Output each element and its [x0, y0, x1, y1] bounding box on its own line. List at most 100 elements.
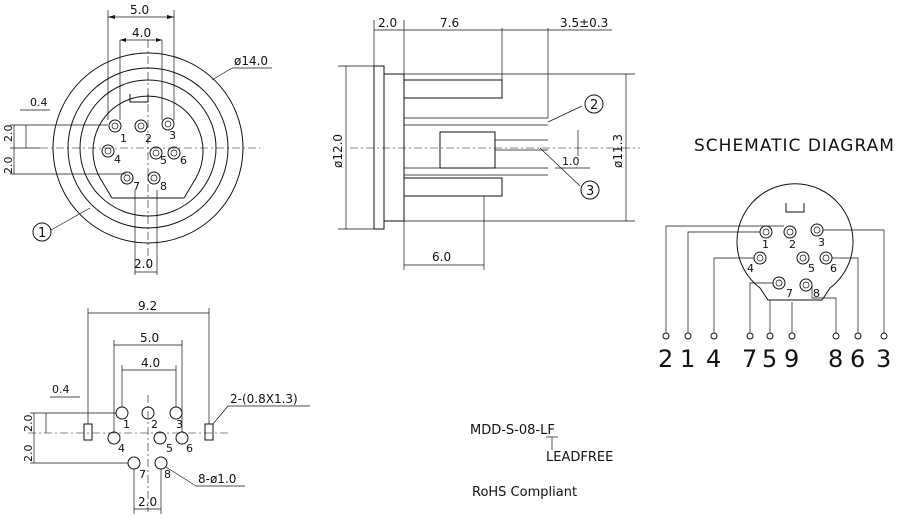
terminal-label-0: 2 [658, 345, 673, 373]
schematic-pin-label-5: 5 [808, 262, 815, 275]
callout-2: 2 [590, 98, 598, 113]
pcb-dim-5-0: 5.0 [140, 331, 159, 345]
schematic-pin-label-2: 2 [789, 238, 796, 251]
schematic-pin-7 [772, 276, 786, 290]
terminal-3 [880, 332, 888, 340]
front-pin-label-3: 3 [169, 129, 176, 142]
front-pin-5 [149, 146, 163, 160]
schematic-title: SCHEMATIC DIAGRAM [694, 136, 895, 156]
pcb-dim-2-0-c: 2.0 [138, 495, 157, 509]
dim-dia-14: ø14.0 [234, 54, 268, 68]
terminal-8 [832, 332, 840, 340]
dim-2-0-bottom: 2.0 [134, 257, 153, 271]
pcb-pin-label-4: 4 [118, 442, 125, 455]
front-pin-label-7: 7 [133, 180, 140, 193]
pcb-pin-label-2: 2 [151, 418, 158, 431]
side-dim-1-0: 1.0 [562, 155, 580, 168]
terminal-6 [854, 332, 862, 340]
schematic-pin-label-4: 4 [747, 262, 754, 275]
pcb-dim-2-0-a: 2.0 [22, 415, 35, 433]
callout-3-bubble [580, 180, 600, 200]
side-dim-dia-11-3: ø11.3 [611, 134, 625, 168]
terminal-7 [746, 332, 754, 340]
pcb-slot-note: 2-(0.8X1.3) [230, 392, 298, 406]
schematic-pin-4 [753, 251, 767, 265]
front-pin-label-5: 5 [160, 154, 167, 167]
side-dim-6-0: 6.0 [432, 250, 451, 264]
pcb-dim-0-4: 0.4 [52, 383, 70, 396]
schematic-pin-label-3: 3 [818, 236, 825, 249]
front-pin-3 [161, 117, 175, 131]
terminal-label-1: 1 [680, 345, 695, 373]
side-dim-7-6: 7.6 [440, 16, 459, 30]
wire-pin-3 [823, 229, 885, 333]
pcb-hole-note: 8-ø1.0 [198, 472, 236, 486]
part-number: MDD-S-08-LF [470, 423, 555, 438]
pcb-pin-label-5: 5 [166, 442, 173, 455]
dim-2-0-a: 2.0 [2, 125, 15, 143]
front-pin-1 [108, 119, 122, 133]
wire-pin-1 [687, 231, 760, 333]
pcb-pin-label-6: 6 [186, 442, 193, 455]
front-pin-6 [167, 146, 181, 160]
terminal-1 [684, 332, 692, 340]
callout-1-bubble [32, 222, 52, 242]
front-pin-label-4: 4 [114, 153, 121, 166]
clip [439, 131, 496, 169]
side-dim-2-0: 2.0 [378, 16, 397, 30]
front-pin-label-8: 8 [160, 180, 167, 193]
schematic-pin-label-7: 7 [786, 287, 793, 300]
pcb-dim-2-0-b: 2.0 [22, 445, 35, 463]
dim-2-0-b: 2.0 [2, 157, 15, 175]
terminal-label-8: 3 [876, 345, 891, 373]
wire-pin-8 [811, 285, 837, 333]
pcb-pin-label-3: 3 [176, 418, 183, 431]
body [383, 73, 405, 222]
dim-4-0: 4.0 [132, 26, 151, 40]
side-dim-3-5: 3.5±0.3 [560, 16, 608, 30]
callout-3: 3 [586, 184, 594, 199]
front-pin-label-6: 6 [180, 154, 187, 167]
callout-1: 1 [38, 226, 46, 241]
pcb-pin-label-7: 7 [139, 468, 146, 481]
front-pin-8 [147, 171, 161, 185]
wire-pin-2 [665, 225, 784, 333]
front-pin-7 [120, 171, 134, 185]
terminal-label-3: 7 [742, 345, 757, 373]
pin-lower [403, 177, 503, 197]
schematic-pin-label-6: 6 [830, 262, 837, 275]
terminal-label-5: 9 [784, 345, 799, 373]
pcb-slot-left [83, 423, 93, 441]
terminal-4 [710, 332, 718, 340]
schematic-pin-3 [810, 223, 824, 237]
terminal-label-6: 8 [828, 345, 843, 373]
pin-upper [403, 79, 503, 99]
front-pin-4 [101, 144, 115, 158]
wire-pin-6 [832, 257, 859, 333]
terminal-5 [766, 332, 774, 340]
schematic-pin-label-1: 1 [762, 238, 769, 251]
part-notes: MDD-S-08-LF LEADFREE RoHS Compliant [470, 423, 613, 500]
pcb-dim-9-2: 9.2 [138, 299, 157, 313]
dim-5-0: 5.0 [130, 3, 149, 17]
part-rohs: RoHS Compliant [472, 485, 577, 500]
pcb-view: 1 2 3 4 5 6 7 8 9.2 5.0 4.0 0.4 2.0 2.0 … [22, 299, 310, 514]
pcb-pin-label-1: 1 [123, 418, 130, 431]
wire-pin-7 [749, 282, 773, 333]
flange [373, 65, 385, 230]
pcb-pin-label-8: 8 [164, 468, 171, 481]
pcb-slot-right [204, 423, 214, 441]
schematic-key [785, 203, 805, 213]
schematic: SCHEMATIC DIAGRAM 1 2 3 4 5 6 7 8 [658, 136, 895, 373]
front-pin-label-2: 2 [145, 132, 152, 145]
terminal-circles [662, 332, 888, 340]
pcb-hole-2 [141, 406, 155, 420]
terminal-label-4: 5 [762, 345, 777, 373]
pcb-dim-4-0: 4.0 [141, 356, 160, 370]
terminal-label-7: 6 [850, 345, 865, 373]
schematic-pin-5 [796, 251, 810, 265]
dim-0-4: 0.4 [30, 96, 48, 109]
part-leadfree: LEADFREE [546, 450, 613, 465]
schematic-pin-1 [759, 225, 773, 239]
